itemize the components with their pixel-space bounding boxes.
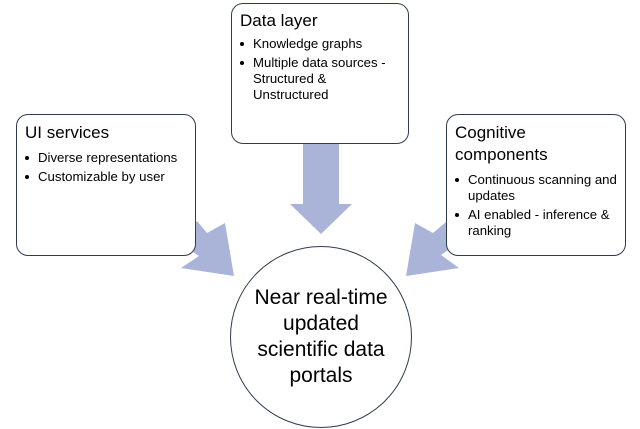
cognitive-components-title: Cognitive components: [455, 123, 548, 164]
data-layer-bullet: Knowledge graphs: [240, 36, 400, 52]
cognitive-components-bullet: Continuous scanning and updates: [455, 172, 617, 204]
arrow-data-to-center: [290, 144, 352, 234]
data-layer-bullet: Multiple data sources - Structured & Uns…: [240, 55, 400, 103]
center-label: Near real-time updated scientific data p…: [254, 286, 388, 387]
ui-services-title: UI services: [25, 123, 110, 142]
ui-services-box: UI services Diverse representations Cust…: [16, 114, 196, 256]
ui-services-bullet-list: Diverse representations Customizable by …: [25, 150, 187, 185]
cognitive-components-bullet: AI enabled - inference & ranking: [455, 207, 617, 239]
cognitive-components-bullet-list: Continuous scanning and updates AI enabl…: [455, 172, 617, 239]
ui-services-bullet: Diverse representations: [25, 150, 187, 166]
data-layer-bullet-list: Knowledge graphs Multiple data sources -…: [240, 36, 400, 103]
cognitive-components-box: Cognitive components Continuous scanning…: [446, 114, 626, 256]
ui-services-bullet: Customizable by user: [25, 169, 187, 185]
data-layer-title: Data layer: [240, 11, 318, 30]
data-layer-box: Data layer Knowledge graphs Multiple dat…: [231, 3, 409, 144]
center-circle: Near real-time updated scientific data p…: [230, 246, 412, 428]
